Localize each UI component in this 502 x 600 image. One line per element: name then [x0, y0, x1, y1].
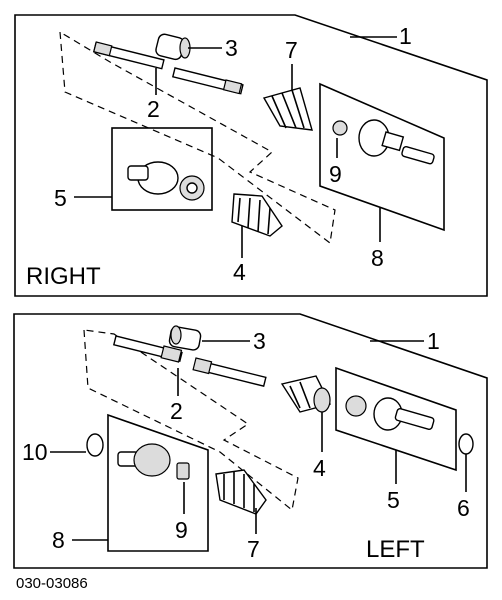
left-panel-frame — [13, 313, 488, 569]
callout-2: 2 — [147, 96, 160, 122]
right-inner-boot — [262, 87, 313, 131]
right-outer-joint-box — [111, 127, 213, 211]
callout-7: 7 — [285, 37, 298, 63]
callout-7: 7 — [247, 536, 260, 562]
right-shaft-dashed-outline — [59, 30, 336, 245]
right-outer-joint — [127, 161, 205, 201]
right-inner-joint — [332, 119, 435, 165]
callout-1: 1 — [399, 23, 412, 49]
right-damper — [155, 33, 191, 61]
callout-4: 4 — [233, 259, 246, 285]
callout-8: 8 — [52, 527, 65, 553]
figure-code: 030-03086 — [16, 575, 88, 592]
left-shaft — [112, 335, 267, 387]
left-inner-joint-box — [335, 366, 457, 472]
callout-4: 4 — [313, 455, 326, 481]
callout-8: 8 — [371, 245, 384, 271]
callout-1: 1 — [427, 328, 440, 354]
callout-3: 3 — [253, 328, 266, 354]
callout-9: 9 — [329, 161, 342, 187]
callout-2: 2 — [170, 398, 183, 424]
callout-9: 9 — [175, 517, 188, 543]
right-shaft — [92, 41, 244, 95]
left-panel: 1 2 3 4 5 6 7 8 9 10 LEFT — [13, 313, 488, 569]
left-side-label: LEFT — [366, 536, 425, 563]
left-inner-joint — [345, 395, 435, 431]
callout-5: 5 — [387, 487, 400, 513]
left-outer-joint — [117, 443, 190, 480]
left-inner-boot — [280, 375, 332, 413]
callout-10: 10 — [22, 439, 48, 465]
right-outer-boot — [231, 193, 283, 237]
left-shaft-dashed-outline — [83, 329, 299, 512]
right-inner-joint-box — [319, 82, 445, 232]
left-outer-boot — [215, 469, 267, 515]
left-ring-10 — [86, 433, 104, 457]
callout-6: 6 — [457, 495, 470, 521]
right-panel-frame — [14, 14, 488, 297]
callout-3: 3 — [225, 35, 238, 61]
left-damper — [168, 325, 202, 351]
callout-5: 5 — [54, 185, 67, 211]
left-outer-joint-box — [107, 413, 209, 552]
right-side-label: RIGHT — [26, 263, 101, 290]
left-ring-6 — [458, 433, 474, 455]
right-panel: 1 2 3 4 5 7 8 9 RIGHT — [14, 14, 488, 297]
